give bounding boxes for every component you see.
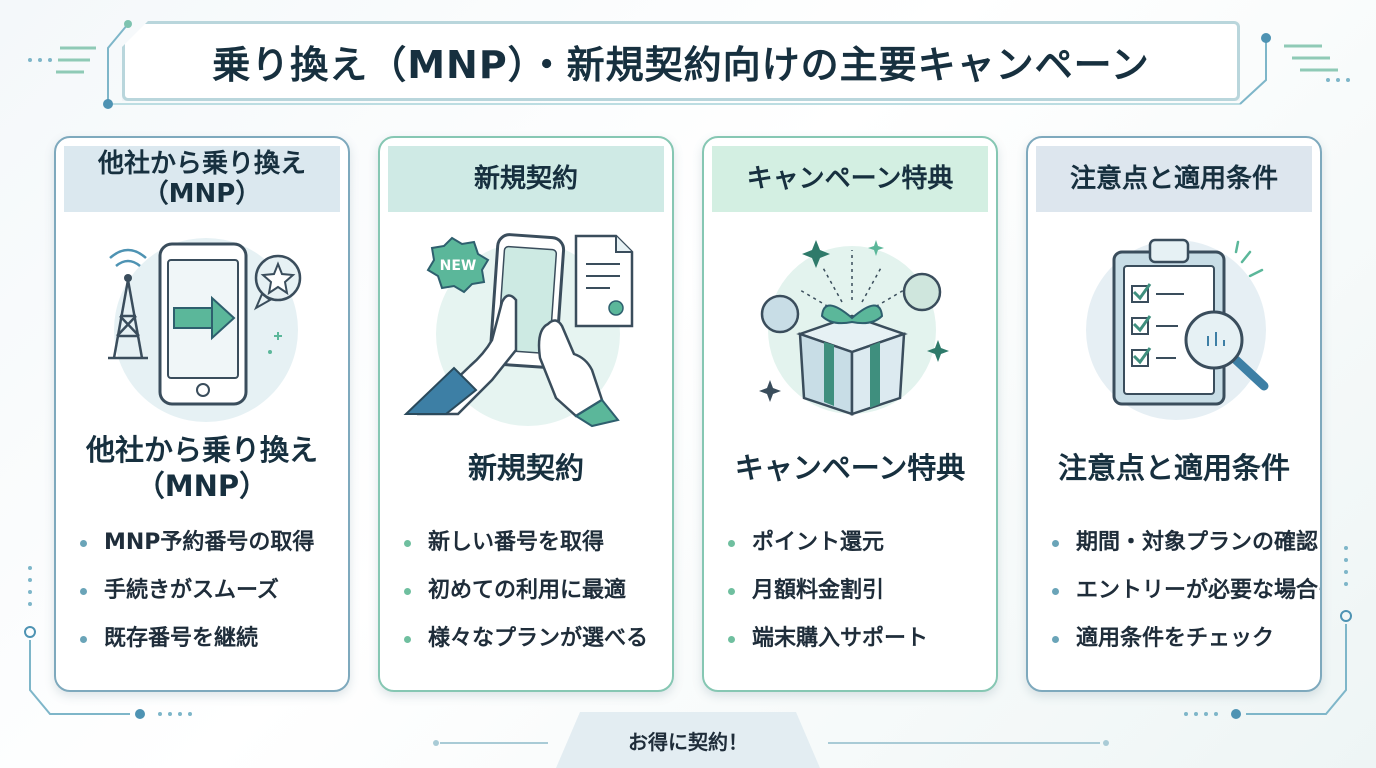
document-icon <box>574 234 634 328</box>
list-item: 既存番号を継続 <box>78 624 342 672</box>
gift-box-icon <box>796 304 908 416</box>
title-banner: 乗り換え（MNP）・新規契約向けの主要キャンペーン <box>122 21 1240 101</box>
card-header: 他社から乗り換え （MNP） <box>64 146 340 212</box>
svg-text:NEW: NEW <box>440 258 477 274</box>
sparkle-icon <box>759 240 949 402</box>
card-title-line1: 他社から乗り換え <box>85 433 318 467</box>
card-header: 新規契約 <box>388 146 664 212</box>
signal-tower-icon <box>108 248 148 360</box>
card-conditions: 注意点と適用条件 注意点と適用条件 期間・対象プランの確認 エントリーが必要な場… <box>1026 136 1322 692</box>
card-title: 他社から乗り換え （MNP） <box>56 432 348 504</box>
list-item: 適用条件をチェック <box>1050 624 1314 672</box>
new-phone-illustration: NEW <box>403 233 634 428</box>
card-header-line1: 新規契約 <box>473 164 578 194</box>
hand-icon <box>403 294 620 428</box>
footer-tab: お得に契約！ <box>556 712 820 768</box>
card-header-line2: （MNP） <box>142 179 262 209</box>
card-title: 新規契約 <box>467 451 584 485</box>
list-item: エントリーが必要な場合も <box>1050 576 1320 624</box>
phone-switch-illustration <box>108 238 302 422</box>
gift-box-illustration <box>759 240 949 416</box>
card-bullet-list: MNP予約番号の取得 手続きがスムーズ 既存番号を継続 <box>78 528 342 672</box>
card-title-line2: （MNP） <box>135 469 269 503</box>
card-title: 注意点と適用条件 <box>1057 451 1290 485</box>
star-bubble-icon <box>253 254 302 311</box>
card-new-contract: 新規契約 NEW 新規契約 新しい番号を取得 初めての利用に最適 <box>378 136 674 692</box>
page-title: 乗り換え（MNP）・新規契約向けの主要キャンペーン <box>212 42 1150 87</box>
list-item: 新しい番号を取得 <box>402 528 666 576</box>
card-header-line1: 他社から乗り換え <box>97 149 306 179</box>
list-item: 期間・対象プランの確認 <box>1050 528 1318 576</box>
list-item: 初めての利用に最適 <box>402 576 666 624</box>
card-bullet-list: ポイント還元 月額料金割引 端末購入サポート <box>726 528 990 672</box>
card-bullet-list: 期間・対象プランの確認 エントリーが必要な場合も 適用条件をチェック <box>1050 528 1320 672</box>
list-item: 月額料金割引 <box>726 576 990 624</box>
card-title: キャンペーン特典 <box>734 451 966 485</box>
list-item: MNP予約番号の取得 <box>78 528 342 576</box>
footer-caption: お得に契約！ <box>628 729 748 754</box>
card-header: 注意点と適用条件 <box>1036 146 1312 212</box>
list-item: 様々なプランが選べる <box>402 624 666 672</box>
card-header-line1: 注意点と適用条件 <box>1069 164 1278 194</box>
checklist-illustration <box>1086 238 1269 420</box>
list-item: ポイント還元 <box>726 528 990 576</box>
list-item: 手続きがスムーズ <box>78 576 342 624</box>
coin-icon <box>760 272 942 334</box>
card-header: キャンペーン特典 <box>712 146 988 212</box>
card-mnp: 他社から乗り換え （MNP） 他社 <box>54 136 350 692</box>
card-header-line1: キャンペーン特典 <box>746 164 954 194</box>
arrow-right-icon <box>173 295 236 341</box>
new-badge-icon: NEW <box>426 236 490 294</box>
magnifier-icon <box>1184 310 1269 391</box>
card-bullet-list: 新しい番号を取得 初めての利用に最適 様々なプランが選べる <box>402 528 666 672</box>
card-campaign-benefits: キャンペーン特典 キャンペーン特典 ポイント還元 月額料 <box>702 136 998 692</box>
list-item: 端末購入サポート <box>726 624 990 672</box>
